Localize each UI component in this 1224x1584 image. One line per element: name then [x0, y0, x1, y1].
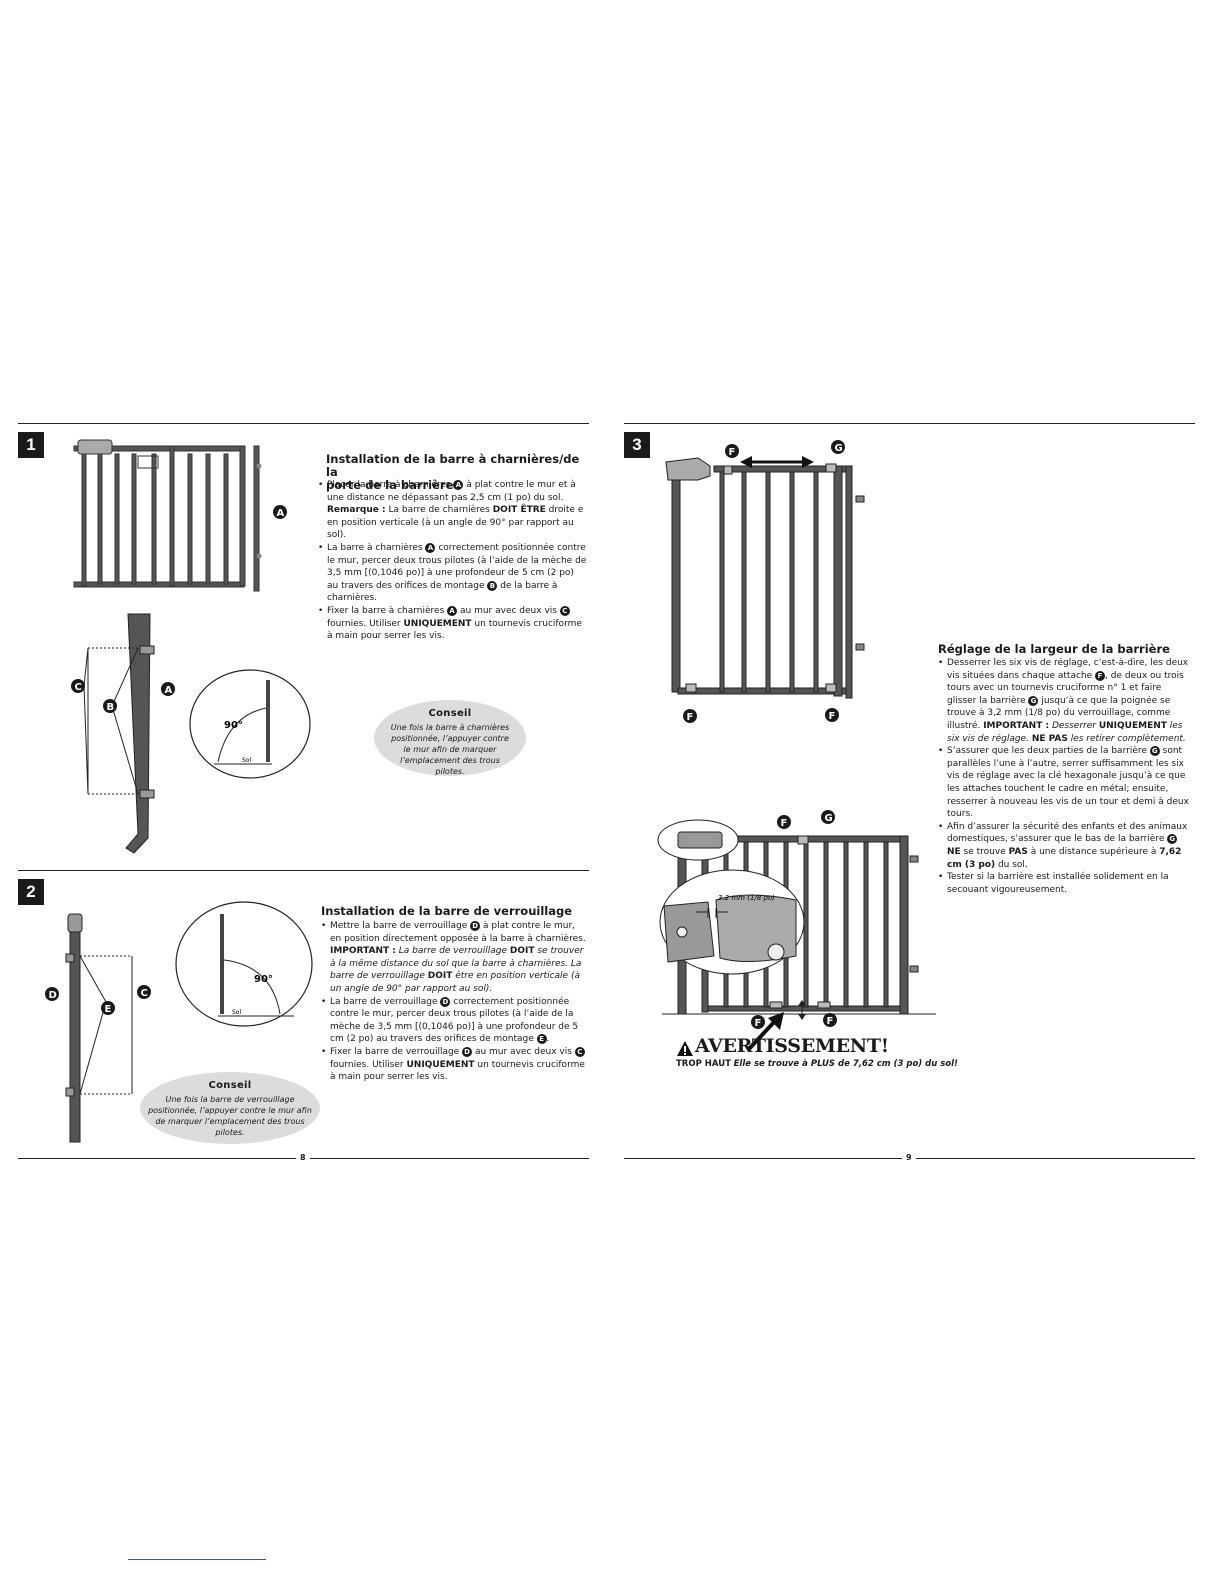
callout-c-2: C: [141, 988, 148, 999]
tip-title-2: Conseil: [208, 1080, 252, 1091]
step-3-number: 3: [624, 432, 650, 458]
step3-bullet3: Afin d’assurer la sécurité des enfants e…: [938, 821, 1192, 871]
step3-gate-diagram-top: F G F F: [665, 440, 865, 723]
warning-line: TROP HAUT Elle se trouve à PLUS de 7,62 …: [676, 1059, 958, 1069]
step2-bullet3: Fixer la barre de verrouillage D au mur …: [321, 1046, 589, 1084]
top-rule-right: [624, 423, 1195, 424]
step1-hinge-bar-diagram: C B A: [71, 613, 175, 854]
page-number-right: 9: [902, 1153, 916, 1162]
warning-text: Elle se trouve à PLUS de 7,62 cm (3 po) …: [733, 1059, 958, 1069]
step1-bullet2: La barre à charnières A correctement pos…: [318, 542, 588, 605]
step1-tip: Conseil Une fois la barre à charnières p…: [374, 700, 526, 776]
callout-b-1: B: [107, 702, 115, 713]
link-underline: [128, 1559, 266, 1560]
callout-g-2: G: [825, 813, 833, 824]
callout-d-1: D: [49, 990, 57, 1001]
callout-f-2: F: [687, 712, 694, 723]
step-1-number: 1: [18, 432, 44, 458]
top-rule-left: [18, 423, 589, 424]
step3-heading: Réglage de la largeur de la barrière: [938, 642, 1170, 656]
step3-bullet1: Desserrer les six vis de réglage, c’est-…: [938, 657, 1192, 745]
step1-gate-diagram: A: [73, 439, 287, 592]
callout-a-2: A: [165, 685, 173, 696]
step3-bullet4: Tester si la barrière est installée soli…: [938, 871, 1192, 896]
callout-f-4: F: [781, 818, 788, 829]
callout-f-3: F: [829, 711, 836, 722]
floor-label-2: Sol: [232, 1009, 241, 1016]
warning-label: TROP HAUT: [676, 1059, 731, 1069]
angle-label-1: 90°: [224, 720, 243, 731]
step1-bullet1: Placer la barre à charnières A à plat co…: [318, 479, 588, 542]
step2-angle-detail: 90° Sol: [175, 901, 313, 1027]
step1-bullet3: Fixer la barre à charnières A au mur ave…: [318, 605, 588, 643]
callout-g-1: G: [835, 443, 843, 454]
gap-label: 3.2 mm (1/8 po): [718, 894, 775, 902]
step3-instructions: Desserrer les six vis de réglage, c’est-…: [938, 657, 1192, 896]
tip-text-1: Une fois la barre à charnières positionn…: [390, 723, 510, 776]
step3-bullet2: S’assurer que les deux parties de la bar…: [938, 745, 1192, 821]
step1-instructions: Placer la barre à charnières A à plat co…: [318, 479, 588, 643]
step2-latch-bar-diagram: D E C: [45, 913, 151, 1143]
page-number-left: 8: [296, 1153, 310, 1162]
callout-e-1: E: [105, 1004, 112, 1015]
warning-arrow-icon: [746, 1012, 784, 1052]
callout-f-5: F: [755, 1018, 762, 1029]
tip-title-1: Conseil: [428, 708, 472, 719]
callout-c-1: C: [75, 682, 82, 693]
callout-f-6: F: [827, 1016, 834, 1027]
callout-f-1: F: [729, 447, 736, 458]
step-2-number: 2: [18, 879, 44, 905]
section-rule-left: [18, 870, 589, 871]
tip-text-2: Une fois la barre de verrouillage positi…: [148, 1095, 312, 1137]
callout-a-1: A: [277, 508, 285, 519]
angle-label-2: 90°: [254, 974, 273, 985]
step2-tip: Conseil Une fois la barre de verrouillag…: [140, 1072, 320, 1144]
warning-title: AVERTISSEMENT!: [695, 1035, 889, 1057]
floor-label-1: Sol: [242, 757, 251, 764]
step2-heading: Installation de la barre de verrouillage: [321, 904, 573, 918]
step3-gate-diagram-bottom: 3.2 mm (1/8 po) F G F F: [657, 810, 936, 1029]
warning-triangle-icon: [677, 1041, 693, 1056]
step1-angle-detail: 90° Sol: [189, 669, 311, 779]
step2-bullet1: Mettre la barre de verrouillage D à plat…: [321, 920, 589, 996]
step2-bullet2: La barre de verrouillage D correctement …: [321, 996, 589, 1046]
step2-instructions: Mettre la barre de verrouillage D à plat…: [321, 920, 589, 1084]
